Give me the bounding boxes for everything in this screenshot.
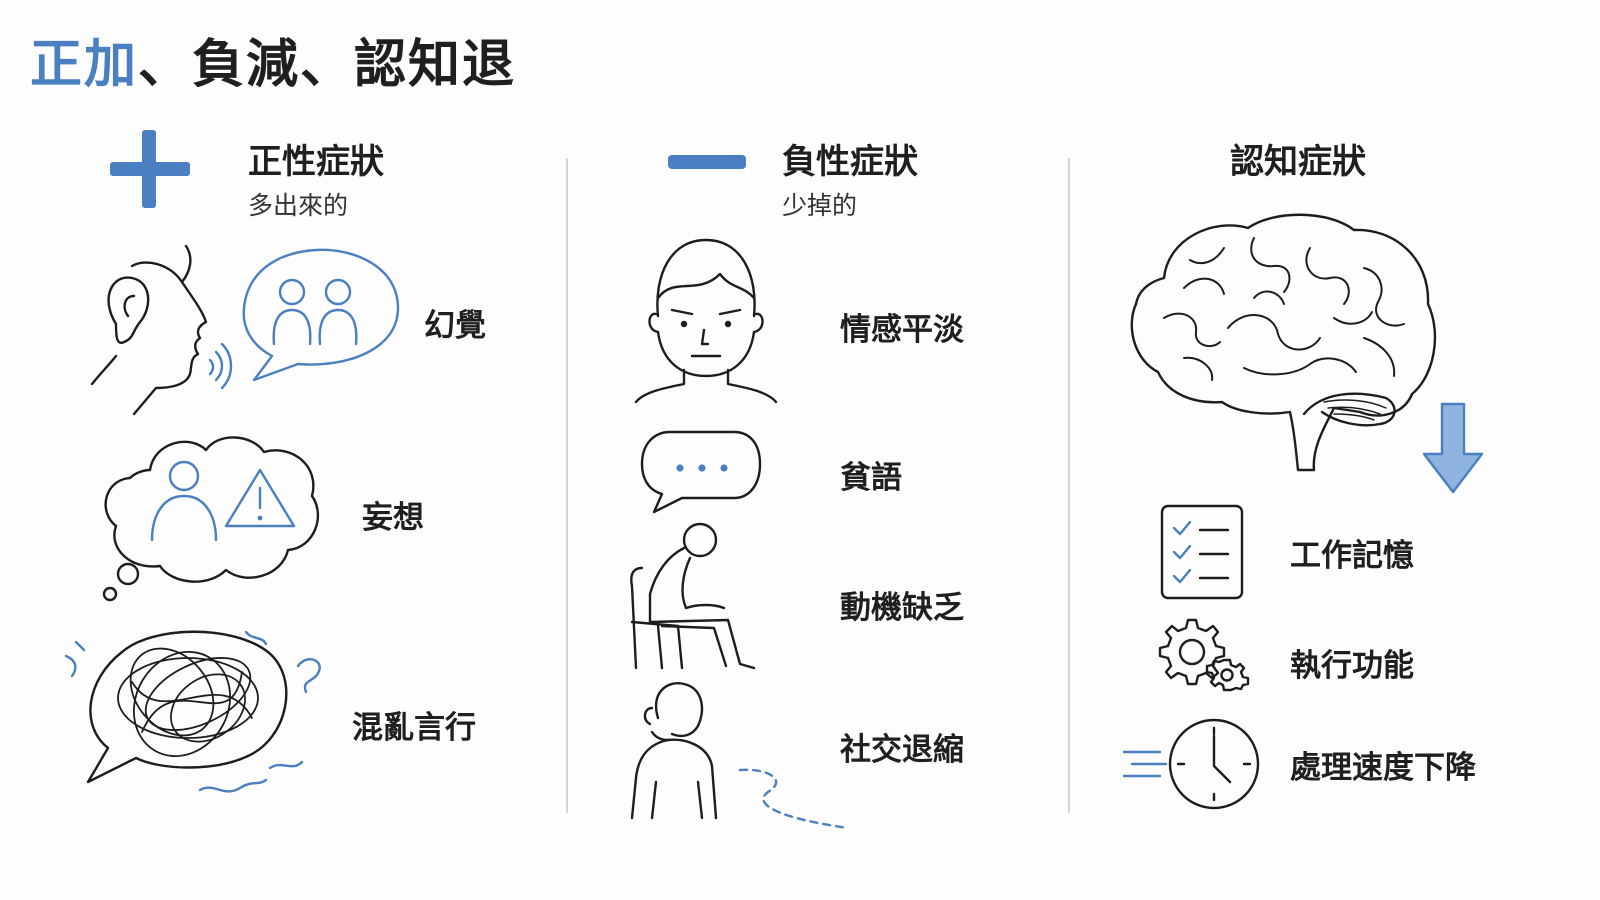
positive-heading: 正性症狀 (248, 142, 384, 182)
ear-and-voices-icon (90, 244, 400, 416)
item-alogia: 貧語 (840, 460, 902, 496)
column-divider-2 (1068, 158, 1070, 813)
item-working-memory: 工作記憶 (1290, 538, 1414, 574)
empty-speech-bubble-icon (640, 430, 762, 514)
slumped-person-icon (630, 522, 756, 670)
negative-subtitle: 少掉的 (782, 191, 858, 220)
neutral-face-icon (634, 238, 778, 404)
gears-icon (1158, 618, 1250, 692)
cognitive-heading: 認知症狀 (1230, 142, 1366, 182)
clock-icon (1122, 718, 1260, 810)
title-rest: 、負減、認知退 (138, 35, 517, 95)
checklist-icon (1160, 504, 1244, 600)
turned-away-person-icon (630, 682, 850, 830)
tangled-speech-icon (64, 630, 321, 793)
minus-icon (668, 155, 746, 169)
positive-subtitle: 多出來的 (248, 191, 349, 220)
thought-bubble-warning-icon (102, 436, 320, 602)
item-social-withdrawal: 社交退縮 (840, 732, 964, 768)
item-executive-function: 執行功能 (1290, 648, 1414, 684)
item-disorganized: 混亂言行 (352, 710, 476, 746)
title-highlight: 正加 (30, 35, 139, 95)
item-flat-affect: 情感平淡 (840, 312, 964, 348)
item-hallucination: 幻覺 (424, 308, 486, 344)
brain-icon (1130, 213, 1437, 472)
page-title: 正加、負減、認知退 (30, 22, 516, 97)
plus-icon (110, 130, 190, 208)
down-arrow-icon (1422, 402, 1484, 494)
negative-heading: 負性症狀 (782, 142, 918, 182)
item-delusion: 妄想 (362, 500, 424, 536)
column-divider-1 (566, 158, 568, 813)
item-avolition: 動機缺乏 (840, 590, 964, 626)
item-processing-speed: 處理速度下降 (1290, 750, 1476, 786)
